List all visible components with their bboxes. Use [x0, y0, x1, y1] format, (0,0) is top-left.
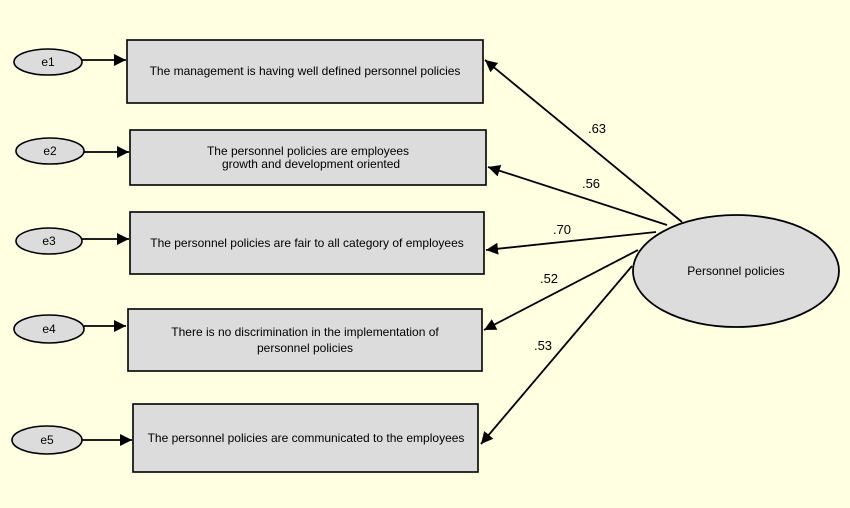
loading-value-3: .70	[553, 222, 571, 237]
indicator-box-1	[126, 39, 484, 104]
loading-path-3	[485, 231, 657, 255]
error-label-e1: e1	[41, 55, 55, 69]
indicator-label-5: The personnel policies are communicated …	[148, 431, 465, 445]
indicator-label-1: The management is having well defined pe…	[150, 64, 461, 78]
error-node-e2	[15, 137, 85, 165]
indicator-label-4b: personnel policies	[257, 341, 353, 355]
error-node-e1	[13, 48, 83, 76]
indicator-box-5	[132, 403, 479, 473]
loading-path-2	[487, 164, 668, 226]
loading-path-5	[480, 265, 633, 445]
error-label-e5: e5	[40, 433, 54, 447]
latent-label: Personnel policies	[687, 264, 784, 278]
latent-node	[632, 214, 840, 328]
indicator-label-3: The personnel policies are fair to all c…	[150, 236, 464, 250]
error-node-e4	[13, 314, 85, 344]
indicator-box-4	[127, 308, 483, 372]
indicator-box-3	[129, 211, 485, 275]
error-label-e4: e4	[42, 322, 56, 336]
indicator-label-2a: The personnel policies are employees	[207, 144, 409, 158]
error-label-e2: e2	[43, 144, 57, 158]
error-label-e3: e3	[42, 234, 56, 248]
error-node-e3	[15, 227, 83, 255]
loading-path-1	[484, 59, 683, 223]
loading-value-5: .53	[534, 338, 552, 353]
loading-value-1: .63	[588, 121, 606, 136]
loading-value-4: .52	[540, 271, 558, 286]
error-node-e5	[11, 425, 83, 455]
indicator-box-2	[129, 129, 487, 186]
loading-value-2: .56	[582, 176, 600, 191]
loading-path-4	[483, 249, 639, 331]
indicator-label-2b: growth and development oriented	[222, 157, 400, 171]
indicator-label-4a: There is no discrimination in the implem…	[171, 325, 439, 339]
